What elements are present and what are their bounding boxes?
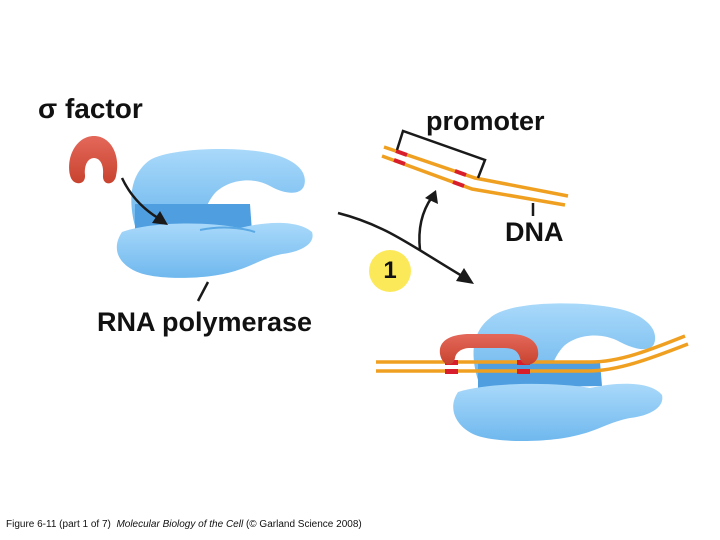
promoter-bracket [395, 129, 487, 179]
caption-credit: (© Garland Science 2008) [245, 519, 362, 530]
bound-dna-strand-bottom [376, 342, 689, 373]
dna-strand-bottom [381, 154, 566, 207]
caption-book: Molecular Biology of the Cell [116, 519, 244, 530]
promoter-mark-right-top [454, 169, 467, 177]
sigma-binding-arrowhead [152, 211, 168, 225]
polymerase-cleft [199, 226, 256, 233]
dna-strand-top [383, 145, 569, 198]
step-arrow [337, 211, 463, 278]
rna-polymerase-label: RNA polymerase [97, 307, 313, 337]
figure-caption: Figure 6-11 (part 1 of 7) Molecular Biol… [6, 519, 362, 530]
holoenzyme-lower-jaw [453, 383, 663, 442]
polymerase-lower-jaw [116, 222, 313, 278]
sigma-symbol: σ [38, 93, 58, 124]
bound-promoter-mark-left-bottom [445, 369, 458, 374]
sigma-word: factor [64, 93, 143, 124]
sigma-factor-label: σ factor [38, 95, 143, 123]
caption-figure: Figure 6-11 (part 1 of 7) [6, 519, 111, 530]
dna-approach-arrow [418, 196, 434, 251]
rna-polymerase-free [116, 148, 313, 278]
promoter-mark-left-bottom [393, 158, 406, 166]
step-number: 1 [383, 257, 397, 284]
bound-sigma-factor [439, 334, 539, 365]
sigma-factor [69, 136, 118, 184]
step-badge: 1 [369, 250, 411, 292]
step-arrowhead [456, 268, 474, 284]
bound-promoter-mark-right-bottom [517, 369, 530, 374]
holoenzyme-core [478, 362, 602, 388]
promoter-label: promoter [426, 106, 545, 136]
promoter-mark-right-bottom [452, 180, 465, 188]
dna-label: DNA [505, 217, 564, 247]
promoter-mark-left-top [395, 149, 408, 157]
rna-polymerase-pointer [196, 281, 210, 302]
dna-free [381, 145, 569, 207]
dna-approach-arrowhead [425, 190, 438, 204]
sigma-binding-arrow [120, 177, 159, 220]
bound-dna-strand-top [376, 334, 686, 364]
